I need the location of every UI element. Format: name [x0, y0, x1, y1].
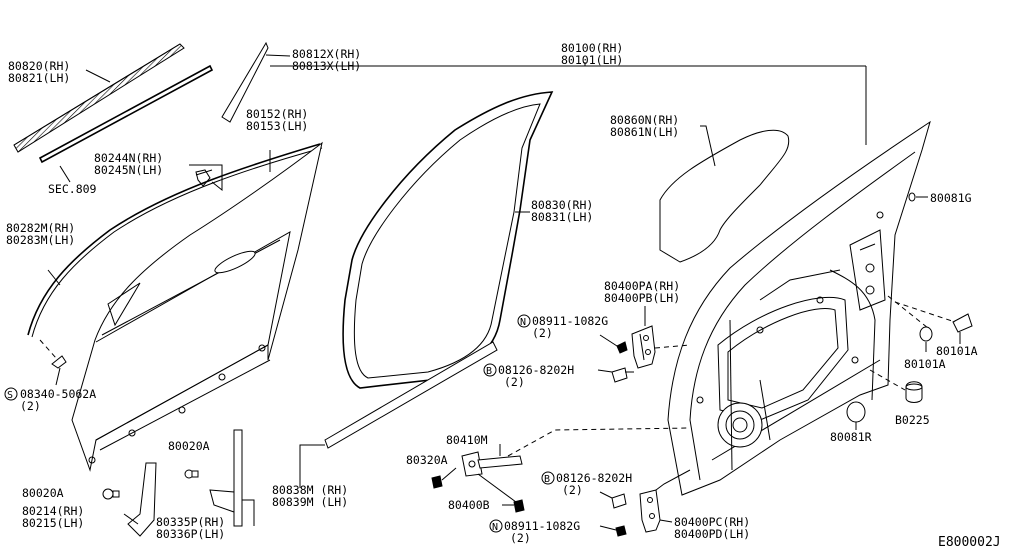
label-80153: 80153(LH) [246, 119, 308, 133]
qty-08126-top: (2) [504, 375, 525, 389]
symbol-n-top: N [520, 317, 526, 328]
symbol-b-circle-bottom: B [541, 471, 555, 485]
label-80400pc: 80400PC(RH) [674, 515, 750, 529]
bolt-08126-top-part [597, 367, 634, 383]
label-80820: 80820(RH) [8, 59, 70, 73]
label-80830: 80830(RH) [531, 198, 593, 212]
label-80821: 80821(LH) [8, 71, 70, 85]
label-80838m: 80838M (RH) [272, 483, 348, 497]
label-08126-bottom: 08126-8202H [556, 471, 632, 485]
symbol-s: S [7, 390, 13, 401]
qty-08911-bottom: (2) [510, 531, 531, 545]
bolt-08911-bottom-part [599, 525, 627, 537]
sash-lower-80214-part [123, 462, 157, 537]
label-80812x: 80812X(RH) [292, 47, 361, 61]
door-check-part [461, 427, 691, 477]
label-80283m: 80283M(LH) [6, 233, 75, 247]
label-80214: 80214(RH) [22, 504, 84, 518]
label-80336p: 80336P(LH) [156, 527, 225, 541]
qty-08126-bottom: (2) [562, 483, 583, 497]
door-weatherstrip-outer-part [27, 143, 323, 338]
leader-lines-molding [59, 69, 111, 183]
label-sec809: SEC.809 [48, 182, 97, 196]
door-opening-weatherstrip-part [342, 91, 554, 389]
lower-molding-part [299, 341, 498, 488]
label-80245n: 80245N(LH) [94, 163, 163, 177]
sash-80335p-part [209, 429, 255, 527]
label-80831: 80831(LH) [531, 210, 593, 224]
leader-upper-hinge [654, 344, 691, 349]
label-80813x: 80813X(LH) [292, 59, 361, 73]
lower-hinge-part [639, 469, 691, 533]
label-80020a-left: 80020A [22, 486, 64, 500]
label-80861n: 80861N(LH) [610, 125, 679, 139]
clip-80020a-top-part [184, 469, 199, 479]
label-80400b: 80400B [448, 498, 490, 512]
clip-80020a-left-part [102, 488, 120, 500]
outer-belt-molding-part [13, 43, 214, 164]
label-80244n: 80244N(RH) [94, 151, 163, 165]
label-80839m: 80839M (LH) [272, 495, 348, 509]
label-80215: 80215(LH) [22, 516, 84, 530]
label-80081r: 80081R [830, 430, 872, 444]
qty-08340: (2) [20, 399, 41, 413]
symbol-n-circle-top: N [517, 314, 531, 328]
label-80860n: 80860N(RH) [610, 113, 679, 127]
bolt-80320a-part [431, 467, 457, 489]
symbol-b-circle-top: B [483, 363, 497, 377]
label-08126-top: 08126-8202H [498, 363, 574, 377]
label-80400pd: 80400PD(LH) [674, 527, 750, 541]
label-80335p: 80335P(RH) [156, 515, 225, 529]
plug-80081r-part [846, 401, 866, 430]
label-80152: 80152(RH) [246, 107, 308, 121]
bolt-08126-bottom-part [599, 491, 627, 509]
label-b0225: B0225 [895, 413, 930, 427]
label-80100: 80100(RH) [561, 41, 623, 55]
label-08340: 08340-5062A [20, 387, 96, 401]
door-outer-panel-part [71, 141, 323, 472]
upper-hinge-part [631, 306, 656, 369]
symbol-b-top: B [486, 366, 492, 377]
label-80282m: 80282M(RH) [6, 221, 75, 235]
label-08911-bottom: 08911-1082G [504, 519, 580, 533]
door-inner-panel-part [270, 62, 931, 496]
label-80101: 80101(LH) [561, 53, 623, 67]
door-glass-part [659, 125, 790, 263]
label-80020a-top: 80020A [168, 439, 210, 453]
label-08911-top: 08911-1082G [532, 314, 608, 328]
label-80400pb: 80400PB(LH) [604, 291, 680, 305]
screw-08340-part [39, 339, 67, 386]
bolt-08911-top-part [599, 334, 628, 354]
label-80101a-right: 80101A [936, 344, 978, 358]
label-80081g: 80081G [930, 191, 972, 205]
label-80400pa: 80400PA(RH) [604, 279, 680, 293]
plug-b0225-part [869, 369, 923, 403]
symbol-s-circle: S [4, 387, 18, 401]
seal-80101a-part [887, 295, 973, 352]
qty-08911-top: (2) [532, 326, 553, 340]
label-80101a-left: 80101A [904, 357, 946, 371]
sash-cover-part [221, 41, 291, 123]
symbol-n-circle-bottom: N [489, 519, 503, 533]
label-80410m: 80410M [446, 433, 488, 447]
symbol-n-bottom: N [492, 522, 498, 533]
bolt-80400b-part [477, 473, 525, 513]
leader-lower-hinge [659, 519, 673, 523]
symbol-b-bottom: B [544, 474, 550, 485]
plug-80081g-part [908, 192, 928, 202]
label-80320a: 80320A [406, 453, 448, 467]
diagram-code: E800002J [938, 535, 1001, 550]
